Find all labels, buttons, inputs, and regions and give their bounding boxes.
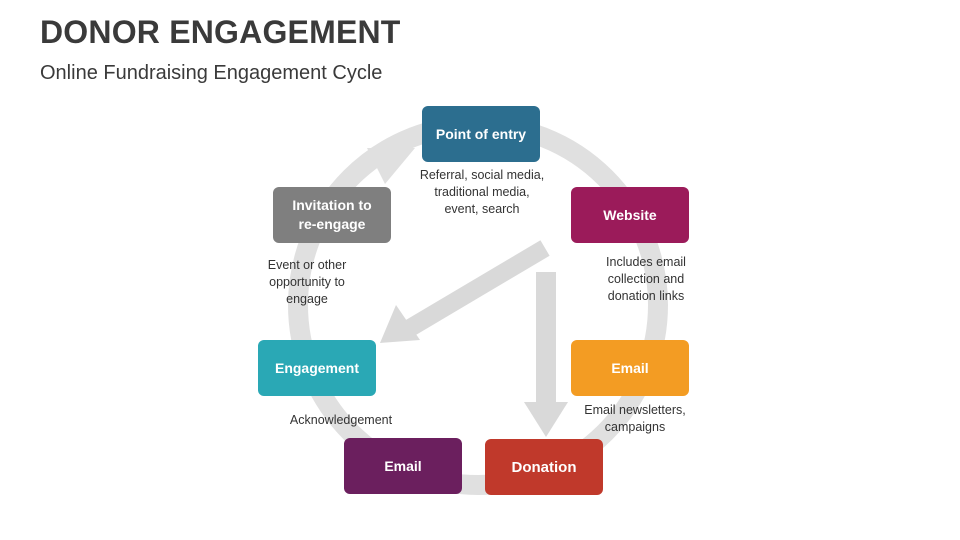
arrow-to-engagement-head: [380, 305, 420, 343]
email-newsletter-box: Email: [571, 340, 689, 396]
email-acknowledgement-label: Email: [384, 457, 422, 474]
donation-label: Donation: [511, 458, 577, 476]
page-subtitle: Online Fundraising Engagement Cycle: [40, 62, 383, 84]
donation-box: Donation: [485, 439, 603, 495]
engagement-box: Engagement: [258, 340, 376, 396]
email-newsletter-label: Email: [611, 359, 649, 376]
invitation-note: Event or other opportunity to engage: [267, 258, 347, 306]
point-of-entry-label: Point of entry: [435, 125, 527, 142]
ring-arrowhead: [367, 148, 415, 184]
website-note: Includes email collection and donation l…: [606, 255, 686, 303]
website-box: Website: [571, 187, 689, 243]
point-of-entry-note: Referral, social media, traditional medi…: [419, 168, 545, 216]
engagement-note: Acknowledgement: [289, 413, 393, 427]
website-label: Website: [603, 206, 657, 223]
invitation-label: Invitation to re-engage: [292, 197, 372, 232]
invitation-box: Invitation to re-engage: [273, 187, 391, 243]
page-title: DONOR ENGAGEMENT: [40, 14, 401, 50]
point-of-entry-box: Point of entry: [422, 106, 540, 162]
engagement-label: Engagement: [274, 359, 359, 376]
email-acknowledgement-box: Email: [344, 438, 462, 494]
arrow-to-engagement: [405, 240, 550, 336]
email-newsletter-note: Email newsletters, campaigns: [584, 403, 686, 434]
arrow-to-donation-head: [524, 402, 568, 437]
